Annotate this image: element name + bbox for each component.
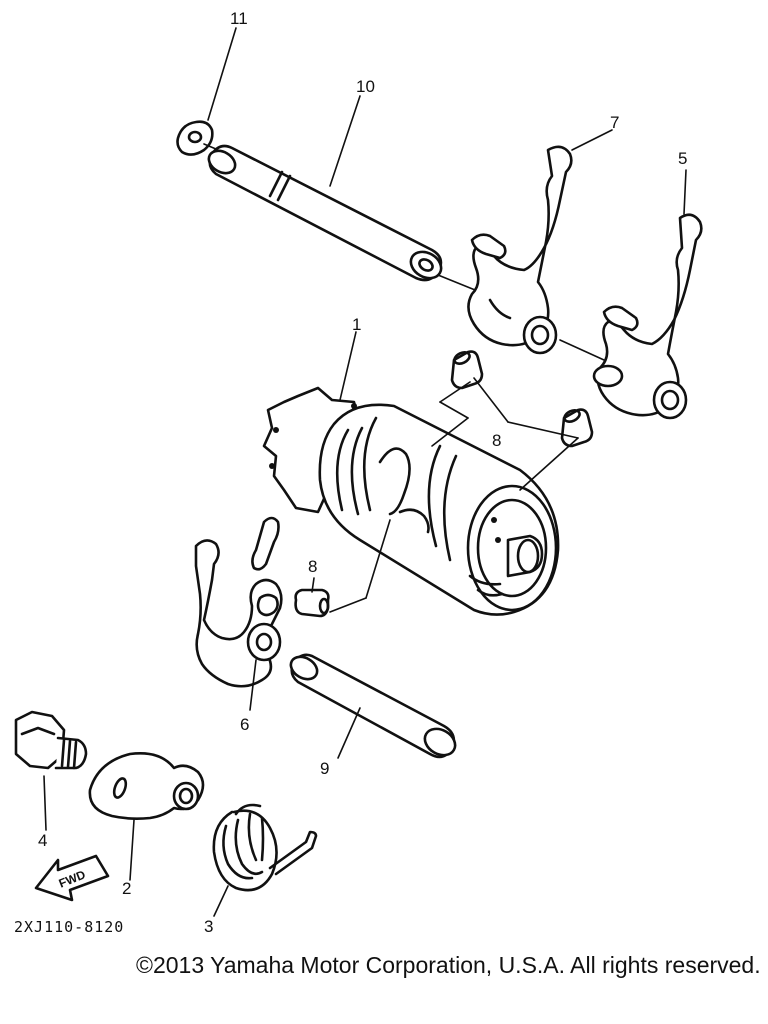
callout-3: 3 <box>204 917 213 936</box>
part-6-shift-fork <box>194 516 283 688</box>
diagram-part-code: 2XJ110-8120 <box>14 918 124 936</box>
callout-8-lower: 8 <box>308 557 317 576</box>
part-9-guide-bar <box>289 653 457 759</box>
part-4-bolt <box>14 710 88 770</box>
fwd-direction-arrow-icon: FWD <box>34 854 110 902</box>
callout-numbers: 11 10 7 5 1 8 8 6 9 4 2 3 <box>38 9 687 936</box>
part-5-shift-fork <box>592 213 703 420</box>
callout-8-upper: 8 <box>492 431 501 450</box>
part-3-spring <box>212 803 318 892</box>
callout-9: 9 <box>320 759 329 778</box>
callout-6: 6 <box>240 715 249 734</box>
callout-10: 10 <box>356 77 375 96</box>
copyright-notice: ©2013 Yamaha Motor Corporation, U.S.A. A… <box>136 952 761 978</box>
part-8-guide-pin-right <box>560 408 594 448</box>
part-2-stopper-lever <box>88 752 205 820</box>
callout-1: 1 <box>352 315 361 334</box>
callout-7: 7 <box>610 113 619 132</box>
part-7-shift-fork <box>467 145 573 355</box>
callout-11: 11 <box>230 9 248 28</box>
part-8-guide-pin-lower <box>294 588 330 618</box>
callout-2: 2 <box>122 879 131 898</box>
part-1-shift-drum <box>262 386 560 616</box>
part-10-guide-bar <box>207 144 605 361</box>
leader-lines <box>43 27 687 917</box>
callout-4: 4 <box>38 831 47 850</box>
callout-5: 5 <box>678 149 687 168</box>
